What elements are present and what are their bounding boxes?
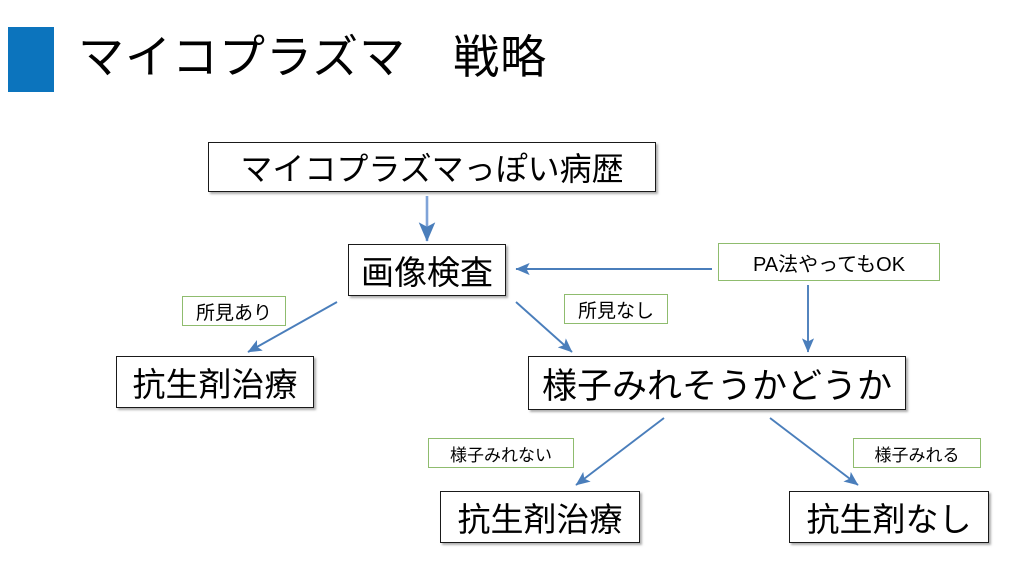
node-no-antibiotic[interactable]: 抗生剤なし bbox=[789, 491, 989, 543]
node-antibiotic-treatment-left[interactable]: 抗生剤治療 bbox=[116, 356, 314, 408]
arrow-observe-to-no-abx bbox=[769, 417, 859, 486]
tag-pa-method[interactable]: PA法やってもOK bbox=[718, 243, 940, 281]
tag-findings-absent[interactable]: 所見なし bbox=[564, 294, 668, 324]
node-antibiotic-treatment-bottom[interactable]: 抗生剤治療 bbox=[440, 491, 640, 543]
title-accent-square bbox=[8, 27, 54, 92]
node-history[interactable]: マイコプラズマっぽい病歴 bbox=[208, 142, 656, 192]
tag-findings-present[interactable]: 所見あり bbox=[182, 296, 286, 326]
node-imaging[interactable]: 画像検査 bbox=[348, 244, 506, 296]
arrow-observe-to-abx-bottom bbox=[575, 417, 665, 486]
tag-can-observe[interactable]: 様子みれる bbox=[853, 438, 981, 468]
node-observation-feasibility[interactable]: 様子みれそうかどうか bbox=[528, 356, 906, 410]
tag-cannot-observe[interactable]: 様子みれない bbox=[428, 438, 574, 468]
page-title: マイコプラズマ 戦略 bbox=[78, 31, 548, 83]
